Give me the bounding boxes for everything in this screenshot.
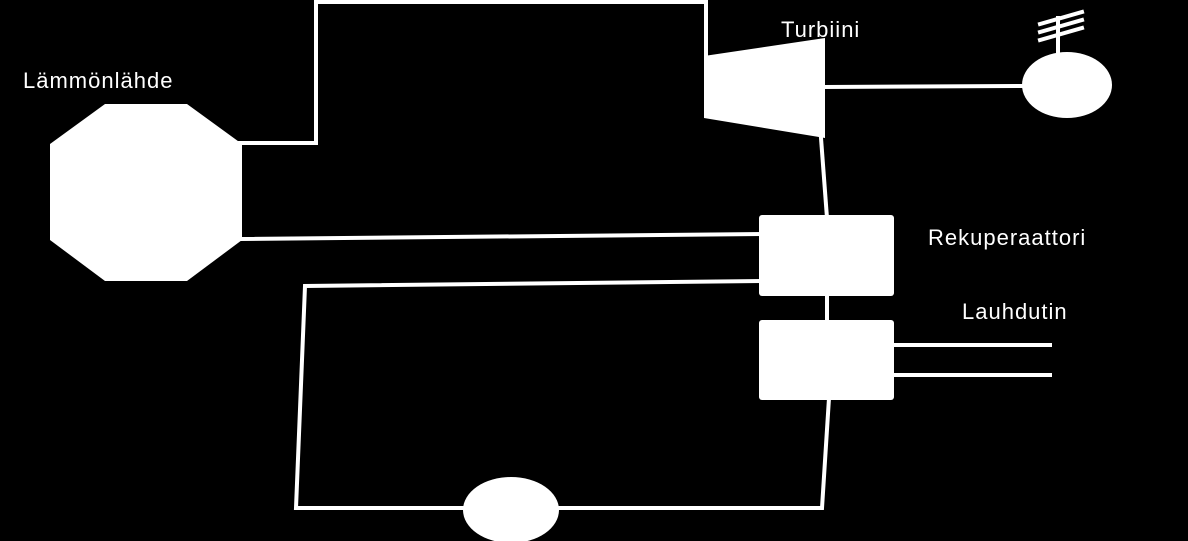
pipe-recuperator-to-heat-source (239, 231, 765, 242)
pipe-turbine-to-recuperator (818, 135, 830, 221)
recuperator-label: Rekuperaattori (928, 225, 1087, 250)
pump-circle (463, 477, 559, 541)
turbine-label: Turbiini (781, 17, 861, 42)
turbine-shape (704, 38, 825, 138)
pipe-turbine-to-generator (821, 83, 1029, 90)
recuperator-box (759, 215, 894, 296)
condenser-box (759, 320, 894, 400)
pipe-heat-source-to-turbine (238, 0, 708, 145)
pipe-condenser-to-pump (554, 395, 832, 510)
antenna-icon (1037, 9, 1085, 54)
condenser-label: Lauhdutin (962, 299, 1068, 324)
heat-source-octagon (50, 104, 242, 281)
heat-source-label: Lämmönlähde (23, 68, 174, 93)
pipe-recuperator-to-pump-return (293, 278, 765, 510)
generator-circle (1022, 52, 1112, 118)
